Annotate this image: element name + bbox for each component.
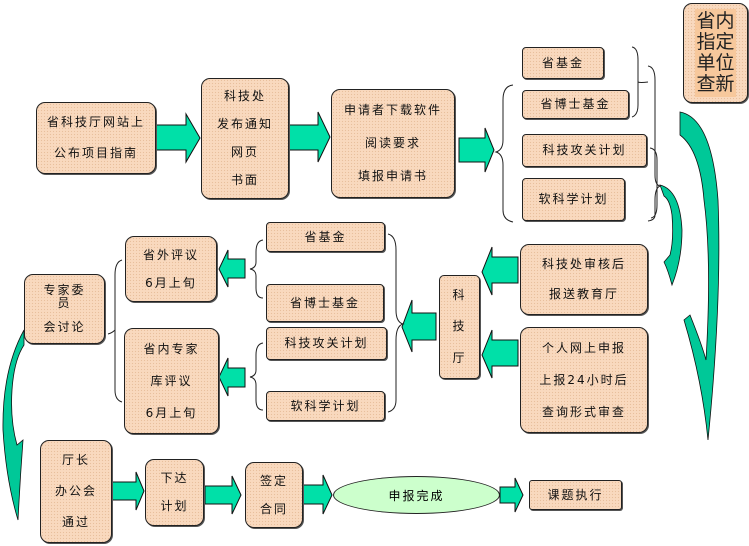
brace xyxy=(647,65,662,222)
box-text: 网页 xyxy=(230,144,259,159)
outside-review-box: 省外评议 6月上旬 xyxy=(125,236,217,302)
box-text: 库评议 xyxy=(150,373,193,388)
sign-contract-box: 签定 合同 xyxy=(245,462,303,528)
program-box: 软科学计划 xyxy=(266,391,385,421)
box-text: 厅 xyxy=(452,350,467,365)
box-text: 省内专家 xyxy=(143,341,200,356)
publish-guide-box: 省科技厅网站上 公布项目指南 xyxy=(36,102,156,174)
box-text: 省基金 xyxy=(304,229,347,244)
box-text: 科技处 xyxy=(223,89,266,104)
box-text: 科技攻关计划 xyxy=(284,336,369,350)
arrow-right xyxy=(204,475,242,515)
program-box: 省基金 xyxy=(522,47,604,79)
box-text: 指定 xyxy=(696,31,735,53)
box-text: 签定 xyxy=(259,473,288,488)
arrow-right xyxy=(499,477,524,513)
box-text: 专家委员 xyxy=(43,283,86,311)
box-text: 个人网上申报 xyxy=(541,340,626,355)
brace xyxy=(107,259,123,403)
box-text: 计划 xyxy=(160,499,189,514)
curved-arrow xyxy=(2,329,25,521)
box-text: 6月上旬 xyxy=(145,405,198,420)
box-text: 下达 xyxy=(160,470,189,485)
box-text: 省外评议 xyxy=(142,247,199,262)
arrow-right xyxy=(155,112,201,164)
program-box: 省博士基金 xyxy=(522,90,629,119)
box-text: 科技攻关计划 xyxy=(542,143,627,157)
arrow-left xyxy=(218,249,246,288)
box-text: 书面 xyxy=(230,172,259,187)
issue-plan-box: 下达 计划 xyxy=(145,459,204,526)
box-text: 省基金 xyxy=(541,55,584,70)
arrow-left xyxy=(401,299,437,353)
review-office-box: 科技处审核后 报送教育厅 xyxy=(520,244,648,315)
brace xyxy=(249,239,264,299)
arrow-right xyxy=(302,474,333,515)
box-text: 合同 xyxy=(259,501,288,516)
brace xyxy=(387,233,405,413)
brace xyxy=(631,46,649,118)
dept-box: 科 技 厅 xyxy=(439,275,480,379)
novelty-check-box: 省内 指定 单位 查新 xyxy=(683,3,748,103)
arrow-left xyxy=(218,357,246,397)
program-box: 科技攻关计划 xyxy=(266,327,387,360)
box-text: 厅长 xyxy=(61,453,90,467)
box-text: 查新 xyxy=(696,73,735,95)
arrow-left xyxy=(481,246,519,296)
box-text: 通过 xyxy=(61,515,90,529)
curved-arrow xyxy=(659,184,683,287)
notice-box: 科技处 发布通知 网页 书面 xyxy=(201,78,289,199)
box-text: 省博士基金 xyxy=(289,295,360,310)
online-submit-box: 个人网上申报 上报24小时后 查询形式审查 xyxy=(520,327,648,433)
arrow-right xyxy=(288,111,331,163)
box-text: 发布通知 xyxy=(216,117,273,132)
box-text: 办公会 xyxy=(54,484,97,498)
brace xyxy=(249,342,264,411)
box-text: 省内 xyxy=(696,10,735,32)
box-text: 公布项目指南 xyxy=(53,146,138,160)
box-text: 6月上旬 xyxy=(145,275,197,290)
box-text: 科 xyxy=(452,288,467,303)
box-text: 申报完成 xyxy=(388,488,445,503)
box-text: 查询形式审查 xyxy=(541,404,626,419)
box-text: 会讨论 xyxy=(43,319,86,334)
inside-review-box: 省内专家 库评议 6月上旬 xyxy=(124,328,219,434)
box-text: 科技处审核后 xyxy=(541,256,626,271)
box-text: 申请者下载软件 xyxy=(343,103,442,117)
program-box: 省博士基金 xyxy=(266,284,384,322)
box-text: 上报24小时后 xyxy=(539,372,629,387)
brace xyxy=(649,147,658,219)
director-meeting-box: 厅长 办公会 通过 xyxy=(40,440,112,543)
program-box: 省基金 xyxy=(266,222,385,252)
box-text: 省科技厅网站上 xyxy=(46,115,145,129)
box-text: 课题执行 xyxy=(547,487,604,502)
completed-ellipse: 申报完成 xyxy=(333,476,500,514)
arrow-right xyxy=(458,127,495,173)
box-text: 填报申请书 xyxy=(357,169,428,183)
box-text: 报送教育厅 xyxy=(548,287,619,302)
box-text: 阅读要求 xyxy=(364,136,421,150)
box-text: 省博士基金 xyxy=(540,97,611,111)
brace xyxy=(494,84,514,223)
box-text: 单位 xyxy=(696,52,735,74)
program-box: 科技攻关计划 xyxy=(522,134,647,167)
arrow-right xyxy=(111,471,145,511)
execution-box: 课题执行 xyxy=(529,480,622,510)
box-text: 技 xyxy=(452,319,467,334)
box-text: 软科学计划 xyxy=(290,398,361,413)
program-box: 软科学计划 xyxy=(522,178,625,221)
expert-committee-box: 专家委员 会讨论 xyxy=(24,274,105,344)
box-text: 软科学计划 xyxy=(538,192,609,206)
applicant-box: 申请者下载软件 阅读要求 填报申请书 xyxy=(331,89,455,198)
curved-arrow xyxy=(679,111,720,441)
arrow-left xyxy=(481,329,519,379)
